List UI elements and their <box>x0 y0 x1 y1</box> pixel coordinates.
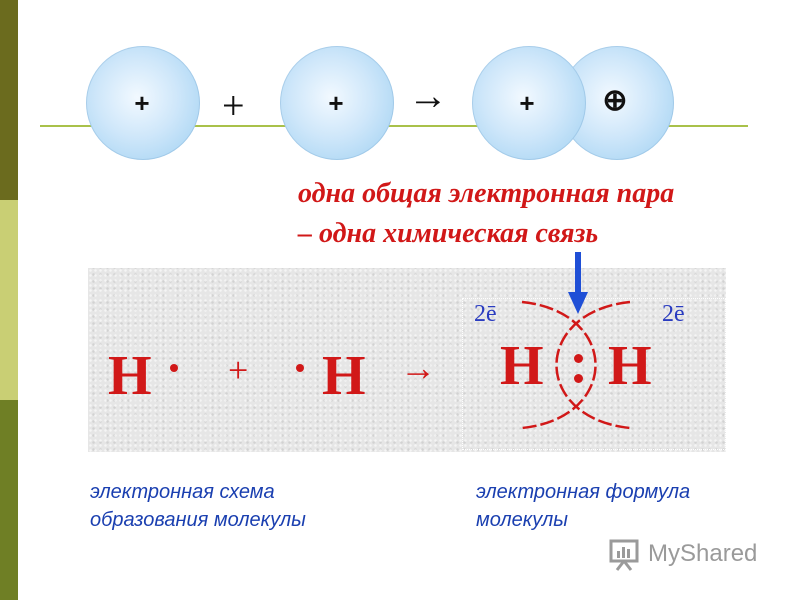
atom-left-charge: + <box>134 88 150 118</box>
formula-frame <box>462 298 726 450</box>
formula-label-line-2: молекулы <box>476 509 569 531</box>
sidebar-block-middle <box>0 200 18 400</box>
scheme-electron-right <box>296 364 304 372</box>
formula-h-right: H <box>608 335 652 397</box>
hydrogen-atom-left <box>86 46 200 160</box>
scheme-electron-left <box>170 364 178 372</box>
scheme-plus: + <box>228 350 249 390</box>
formula-label-line-1: электронная формула <box>476 481 691 503</box>
down-arrow-icon <box>568 252 588 314</box>
caption-line-1: одна общая электронная пара <box>298 178 675 209</box>
sidebar-block-top <box>0 0 18 200</box>
plus-operator: + <box>222 83 245 128</box>
scheme-label-line-1: электронная схема <box>90 481 275 503</box>
atom-right-charge: + <box>328 88 344 118</box>
axis-line <box>40 125 748 127</box>
molecule-atom-1 <box>472 46 586 160</box>
electron-count-left: 2ē <box>474 301 497 327</box>
reaction-arrow: → <box>408 73 448 118</box>
hydrogen-atom-right <box>280 46 394 160</box>
shared-electron-top <box>574 354 583 363</box>
molecule-atom-1-charge: + <box>519 88 535 118</box>
sidebar-stripe <box>0 0 18 600</box>
presentation-icon <box>609 539 639 571</box>
scheme-h-left: H <box>108 345 152 407</box>
watermark-text: MyShared <box>648 540 758 567</box>
molecule-atom-2-charge: ⊕ <box>602 84 628 117</box>
scheme-h-right: H <box>322 345 366 407</box>
formula-h-left: H <box>500 335 544 397</box>
caption-line-2: – одна химическая связь <box>298 218 599 249</box>
scheme-arrow: → <box>400 348 436 388</box>
shared-electron-bottom <box>574 374 583 383</box>
electron-count-right: 2ē <box>662 301 685 327</box>
sidebar-block-bottom <box>0 400 18 600</box>
scheme-label-line-2: образования молекулы <box>90 509 306 531</box>
